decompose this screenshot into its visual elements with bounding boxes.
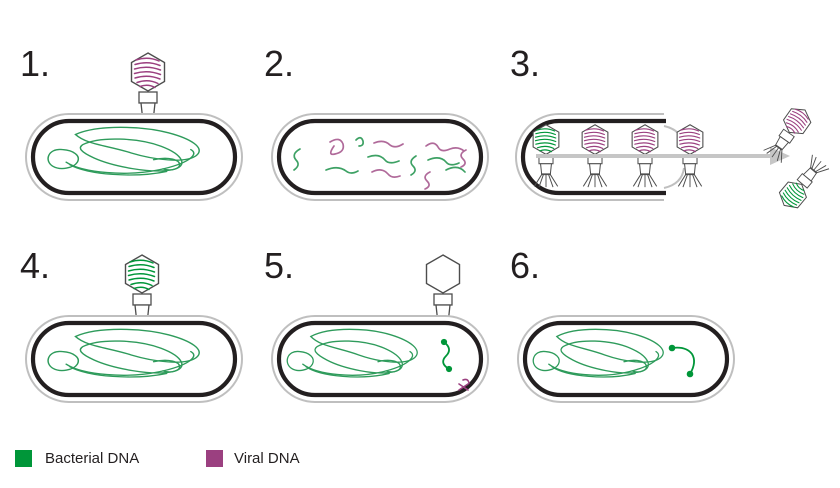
panel-4-cell	[26, 316, 242, 402]
panel-4: 4.	[20, 245, 242, 402]
panel-5-number: 5.	[264, 245, 294, 286]
panel-6-number: 6.	[510, 245, 540, 286]
legend-swatch-viral-dna	[206, 450, 223, 467]
panel-3-number: 3.	[510, 43, 540, 84]
panel-5-injected-dna	[440, 338, 453, 373]
panel-3-release-arrow	[536, 147, 790, 165]
panel-2-cell	[272, 114, 488, 200]
panel-1-number: 1.	[20, 43, 50, 84]
legend-swatch-bacterial-dna	[15, 450, 32, 467]
panel-3-released-phage-transducing	[774, 153, 830, 214]
panel-1: 1.	[20, 43, 242, 200]
panel-4-number: 4.	[20, 245, 50, 286]
panel-5: 5.	[264, 245, 488, 402]
panel-1-cell	[26, 114, 242, 200]
panel-2-number: 2.	[264, 43, 294, 84]
legend-label-bacterial-dna: Bacterial DNA	[45, 450, 140, 467]
panel-6: 6.	[510, 245, 734, 402]
panel-2-dna-fragments	[293, 136, 467, 190]
panel-5-cell	[272, 316, 488, 402]
panel-2: 2.	[264, 43, 488, 200]
panel-6-integrated-dna	[668, 344, 695, 378]
panel-6-cell	[518, 316, 734, 402]
panel-3: 3.	[510, 43, 830, 214]
panel-5-degraded-viral-dna	[458, 378, 470, 391]
legend-label-viral-dna: Viral DNA	[234, 450, 300, 467]
